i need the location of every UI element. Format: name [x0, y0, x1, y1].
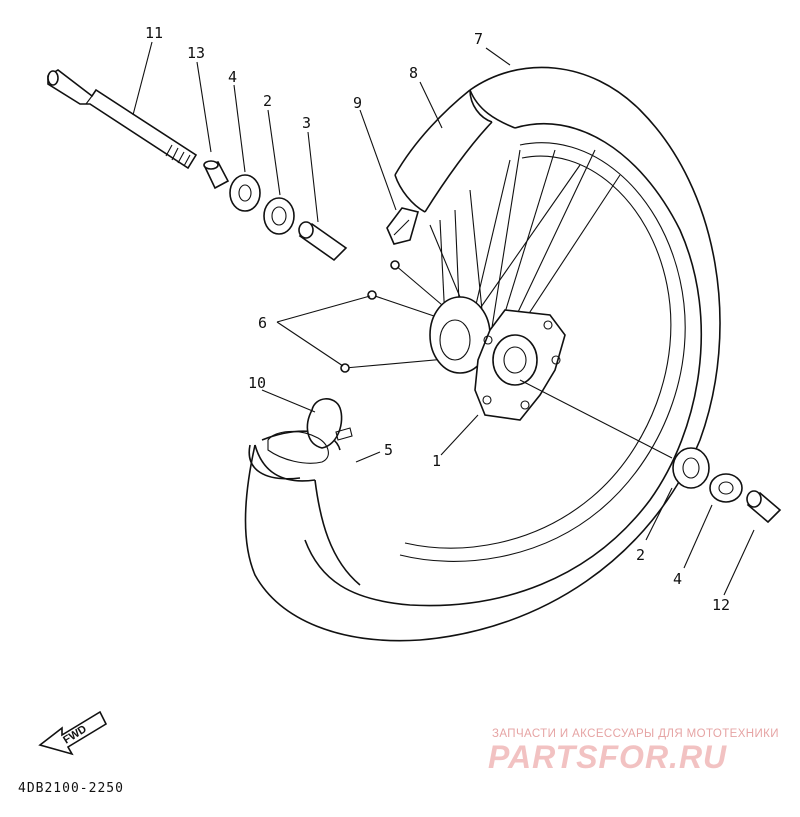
spacer-left: [203, 160, 230, 190]
callout-spacer-left: 13: [187, 44, 205, 62]
bearing-left: [263, 197, 295, 235]
oil-seal-right: [709, 473, 743, 503]
callout-tube: 5: [384, 441, 393, 459]
callout-collar-right: 12: [712, 596, 730, 614]
tire: [244, 66, 721, 642]
part-code: 4DB2100-2250: [18, 781, 124, 796]
watermark-tagline: ЗАПЧАСТИ И АКСЕССУАРЫ ДЛЯ МОТОТЕХНИКИ: [492, 728, 779, 740]
callout-tire: 7: [474, 30, 483, 48]
fwd-arrow-icon: FWD: [38, 710, 108, 756]
rim-lock: [267, 398, 353, 464]
callout-bearing-right: 2: [636, 546, 645, 564]
callout-rim-lock: 10: [248, 374, 266, 392]
callout-rim-band: 8: [409, 64, 418, 82]
callout-bearing-left: 2: [263, 92, 272, 110]
axle-centerline: [519, 379, 673, 459]
rim: [399, 142, 686, 562]
valve-nut: [386, 207, 419, 245]
callout-oil-seal-right: 4: [673, 570, 682, 588]
hub: [429, 296, 566, 421]
callout-axle: 11: [145, 24, 163, 42]
axle: [47, 69, 198, 170]
oil-seal-left: [229, 174, 261, 212]
rim-band: [394, 89, 493, 213]
callout-spacer-sleeve: 3: [302, 114, 311, 132]
spacer-sleeve: [298, 221, 348, 262]
callout-spokes: 6: [258, 314, 267, 332]
callout-oil-seal-left: 4: [228, 68, 237, 86]
collar-right: [746, 490, 782, 524]
leader-lines: [132, 41, 755, 596]
bearing-right: [672, 447, 710, 489]
callout-hub: 1: [432, 452, 441, 470]
watermark-brand: PARTSFOR.RU: [488, 739, 727, 775]
callout-valve-nut: 9: [353, 94, 362, 112]
